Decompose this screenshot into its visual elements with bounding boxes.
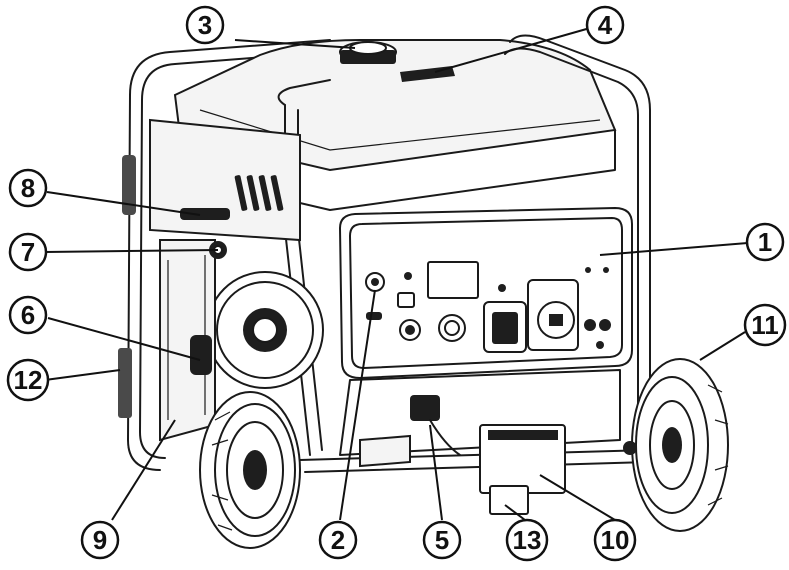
callout-7-label: 7: [21, 237, 35, 267]
callout-3: 3: [185, 5, 225, 45]
callout-1-label: 1: [758, 227, 772, 257]
callout-8: 8: [8, 168, 48, 208]
wheel-right: [623, 358, 729, 532]
chassis-bottom: [339, 369, 621, 515]
callout-3-label: 3: [198, 10, 212, 40]
callout-11-label: 11: [751, 310, 779, 340]
callout-2-label: 2: [331, 525, 345, 555]
oil-fill: [410, 395, 440, 421]
engine-side: [118, 118, 324, 442]
callout-9-label: 9: [93, 525, 107, 555]
wheel-left: [199, 391, 301, 549]
callout-4-label: 4: [598, 10, 613, 40]
callout-11: 11: [743, 303, 787, 347]
vent-slots: [234, 175, 284, 211]
callout-4: 4: [585, 5, 625, 45]
control-panel: [338, 206, 633, 380]
callout-2: 2: [318, 520, 358, 560]
oil-drain: [489, 485, 529, 515]
callout-10: 10: [593, 518, 637, 562]
panel-display: [427, 261, 479, 299]
spark-plug-tool: [118, 348, 132, 418]
callout-7: 7: [8, 232, 48, 272]
frame-clip: [122, 155, 136, 215]
callout-13: 13: [505, 518, 549, 562]
callout-12: 12: [6, 358, 50, 402]
callout-13-label: 13: [513, 525, 542, 555]
starter-handle: [190, 335, 212, 375]
callout-12-label: 12: [14, 365, 43, 395]
callout-1: 1: [745, 222, 785, 262]
callout-10-label: 10: [601, 525, 630, 555]
rear-frame: [122, 39, 331, 471]
callout-5: 5: [422, 520, 462, 560]
callout-6: 6: [8, 295, 48, 335]
callout-6-label: 6: [21, 300, 35, 330]
leader-lines: [44, 27, 761, 521]
callout-5-label: 5: [435, 525, 449, 555]
callout-9: 9: [80, 520, 120, 560]
callout-8-label: 8: [21, 173, 35, 203]
choke-lever: [180, 208, 230, 220]
